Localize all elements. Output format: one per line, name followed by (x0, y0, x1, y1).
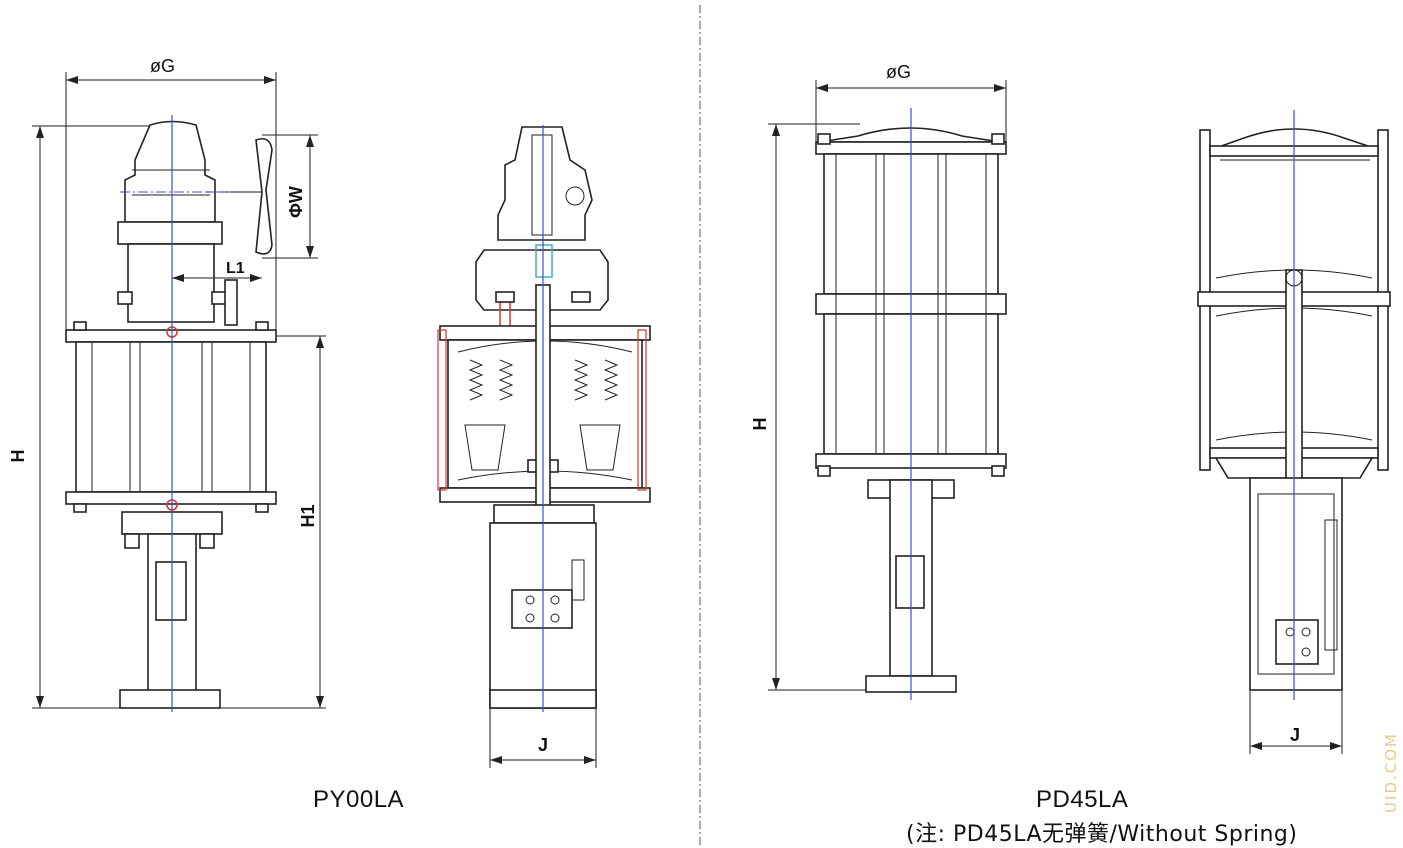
dim-label-h1: H1 (298, 504, 318, 527)
dim-label-j-left: J (538, 735, 548, 755)
dim-label-j-right: J (1290, 725, 1300, 745)
watermark: UID.COM (1382, 732, 1400, 813)
pd45la-j-dimension (1249, 690, 1343, 754)
dim-label-l1: L1 (226, 260, 245, 277)
dim-label-g-right: øG (886, 62, 911, 82)
dim-label-w: ΦW (286, 186, 306, 218)
pd45la-section-view (1197, 110, 1391, 700)
py00la-dimensions (32, 72, 326, 709)
py00la-j-dimension (489, 708, 597, 768)
pd45la-dimensions (768, 80, 1007, 691)
py00la-front-view (65, 115, 277, 712)
dim-label-h-right: H (750, 418, 770, 431)
model-label-pd45la: PD45LA (1036, 786, 1129, 813)
model-note-pd45la: (注: PD45LA无弹簧/Without Spring) (906, 822, 1298, 847)
model-label-py00la: PY00LA (313, 786, 405, 813)
dim-label-g-left: øG (150, 56, 175, 76)
py00la-section-view (437, 125, 651, 712)
dim-label-h-left: H (8, 450, 28, 463)
pd45la-front-view (815, 108, 1007, 700)
